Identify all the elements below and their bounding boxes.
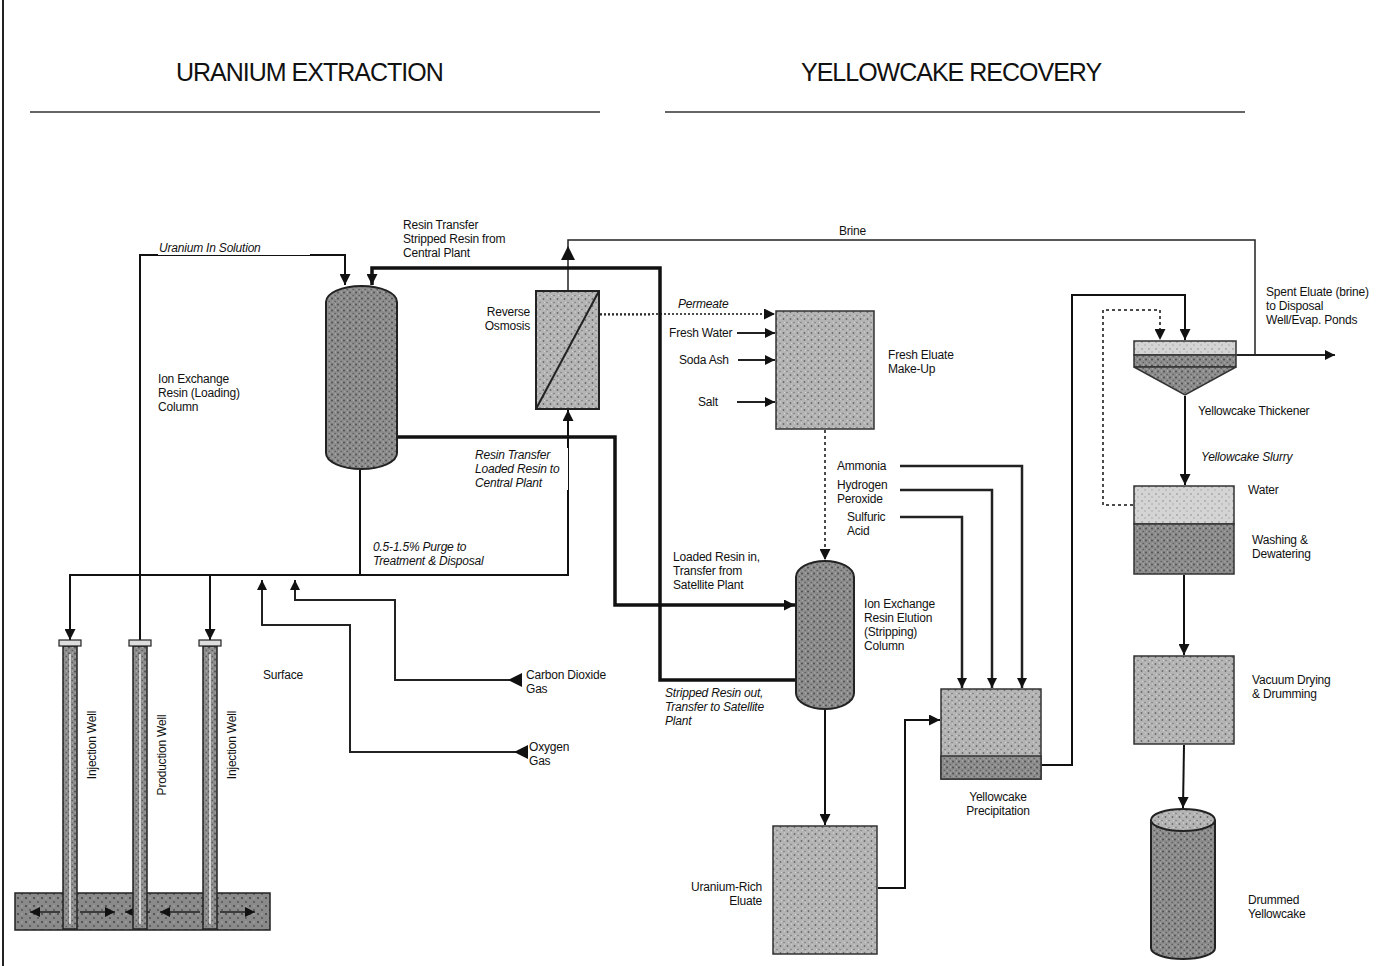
elution-column: Ion Exchange Resin Elution (Stripping) C… — [795, 560, 855, 710]
annotation: Fresh Water — [668, 326, 736, 340]
process-box: Fresh Eluate Make-Up — [775, 310, 875, 430]
process-box: Yellowcake Precipitation — [940, 688, 1042, 780]
thickener: Yellowcake Thickener — [1133, 340, 1237, 396]
thickener-outline — [1133, 340, 1237, 396]
process-box-outline — [1133, 485, 1235, 575]
flow-connector — [1183, 745, 1184, 808]
well-pipe: Production Well — [132, 640, 148, 930]
section-heading: URANIUM EXTRACTION — [175, 57, 444, 87]
well-pipe: Injection Well — [62, 640, 78, 930]
flow-connector — [210, 470, 360, 640]
node-label: Water — [1248, 483, 1308, 497]
well-pipe-outline — [62, 640, 78, 930]
node-label: Yellowcake Thickener — [1198, 404, 1323, 418]
process-box-outline — [775, 310, 875, 430]
node-label: Drummed Yellowcake — [1248, 893, 1338, 921]
well-pipe-outline — [132, 640, 148, 930]
node-label: Ion Exchange Resin Elution (Stripping) C… — [864, 597, 950, 653]
annotation: Resin Transfer Stripped Resin from Centr… — [402, 218, 524, 260]
node-label: Uranium-Rich Eluate — [668, 880, 762, 908]
node-label: Fresh Eluate Make-Up — [888, 348, 968, 376]
annotation: Carbon Dioxide Gas — [525, 668, 617, 696]
flow-connector — [70, 470, 360, 640]
flow-connector — [600, 313, 775, 315]
flow-connector — [1184, 396, 1186, 485]
annotation: Hydrogen Peroxide — [836, 478, 900, 506]
process-box: WaterWashing & Dewatering — [1133, 485, 1235, 575]
annotation: Soda Ash — [678, 353, 738, 367]
well-label: Injection Well — [84, 695, 100, 795]
loading-column-outline — [325, 285, 398, 470]
annotation: Spent Eluate (brine) to Disposal Well/Ev… — [1265, 285, 1379, 327]
annotation: Salt — [697, 395, 737, 409]
node-label: Ion Exchange Resin (Loading) Column — [158, 372, 258, 414]
loading-column: Ion Exchange Resin (Loading) Column — [325, 285, 398, 470]
drum: Drummed Yellowcake — [1150, 808, 1216, 960]
connector-label: Permeate — [677, 297, 739, 311]
membrane-unit-outline — [535, 290, 600, 410]
connector-label: Yellowcake Slurry — [1200, 450, 1322, 464]
drum-outline — [1150, 808, 1216, 960]
flow-connector — [824, 430, 826, 560]
connector-label: Uranium In Solution — [158, 241, 310, 255]
flow-connector — [878, 720, 940, 888]
connector-label: 0.5-1.5% Purge to Treatment & Disposal — [372, 540, 514, 568]
connector-label: Resin Transfer Loaded Resin to Central P… — [474, 448, 568, 490]
flow-connector — [1103, 310, 1160, 505]
membrane-unit: Reverse Osmosis — [535, 290, 600, 410]
process-box-outline — [772, 825, 878, 955]
process-box: Uranium-Rich Eluate — [772, 825, 878, 955]
process-box-outline — [940, 688, 1042, 780]
flow-connector — [372, 268, 795, 680]
annotation: Ammonia — [836, 459, 900, 473]
well-pipe: Injection Well — [202, 640, 218, 930]
section-heading: YELLOWCAKE RECOVERY — [800, 57, 1102, 87]
connector-label: Stripped Resin out, Transfer to Satellit… — [664, 686, 766, 728]
node-label: Yellowcake Precipitation — [948, 790, 1048, 818]
well-label: Production Well — [154, 700, 170, 810]
annotation: Surface — [262, 668, 324, 682]
elution-column-outline — [795, 560, 855, 710]
process-box: Vacuum Drying & Drumming — [1133, 655, 1235, 745]
flow-connector — [140, 255, 345, 640]
well-label: Injection Well — [224, 695, 240, 795]
node-label: Reverse Osmosis — [462, 305, 530, 333]
flow-connector — [398, 437, 795, 605]
node-label: Vacuum Drying & Drumming — [1252, 673, 1332, 701]
flow-connector — [1183, 575, 1185, 655]
flow-connector — [824, 710, 826, 825]
well-pipe-outline — [202, 640, 218, 930]
annotation: Oxygen Gas — [528, 740, 590, 768]
process-box-outline — [1133, 655, 1235, 745]
annotation: Sulfuric Acid — [846, 510, 900, 538]
annotation: Brine — [838, 224, 890, 238]
node-label: Washing & Dewatering — [1252, 533, 1342, 561]
annotation: Loaded Resin in, Transfer from Satellite… — [672, 550, 784, 592]
